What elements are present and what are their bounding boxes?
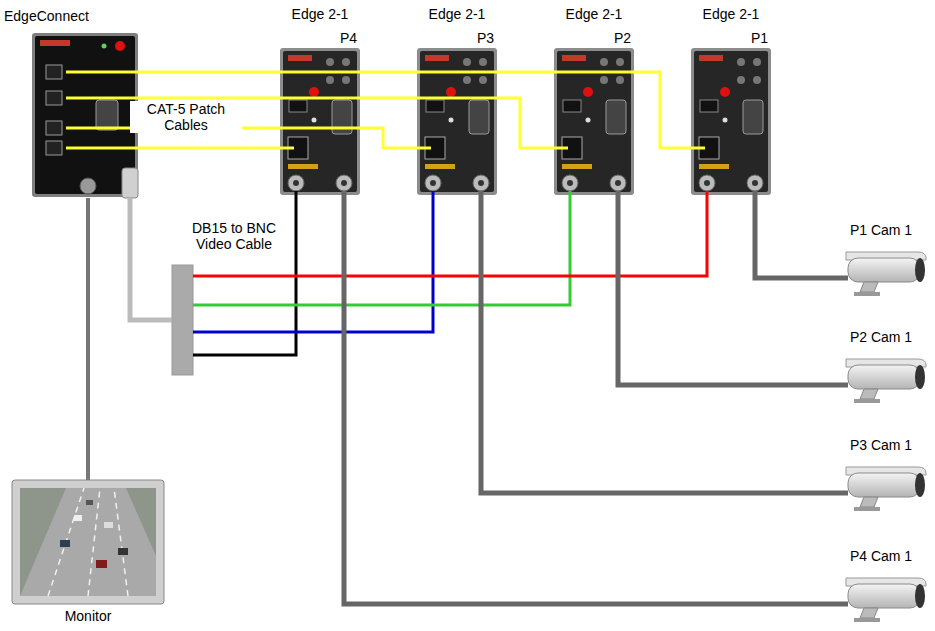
- device-label: P2 Cam 1: [832, 329, 930, 345]
- camera: P2 Cam 1: [832, 329, 932, 407]
- edge-module: [280, 48, 360, 195]
- cable: [66, 128, 431, 148]
- cable: [66, 72, 705, 148]
- db9-port: [96, 100, 118, 130]
- car: [118, 548, 128, 555]
- cable: [66, 98, 568, 148]
- cable: [130, 198, 172, 320]
- device-label: P3 Cam 1: [832, 437, 930, 453]
- camera: [846, 578, 926, 622]
- lane-line: [114, 488, 128, 596]
- lane-line: [48, 488, 84, 596]
- camera: [846, 467, 926, 511]
- position-label: P2: [614, 30, 631, 46]
- device-label: Edge 2-1: [554, 6, 634, 22]
- car: [104, 522, 113, 528]
- db15-plug: [122, 168, 138, 198]
- device-label: Edge 2-1: [280, 6, 360, 22]
- car: [96, 560, 107, 568]
- monitor-screen: [20, 488, 156, 596]
- edgeconnect-unit: EdgeConnect: [4, 8, 144, 198]
- device-label: Edge 2-1: [691, 6, 771, 22]
- cable: [481, 191, 848, 493]
- edge-module: Edge 2-1P4: [280, 6, 362, 196]
- device-label: EdgeConnect: [4, 8, 89, 24]
- rj45-port: [46, 91, 62, 105]
- cable: [66, 147, 294, 150]
- cable: [193, 191, 296, 355]
- cable: [618, 191, 848, 385]
- edge-module: [554, 48, 634, 195]
- camera: [846, 359, 926, 403]
- edgeconnect-rim: [32, 33, 138, 197]
- rj45-port: [46, 141, 62, 155]
- edge-module: Edge 2-1P2: [554, 6, 636, 196]
- cable-label: CAT-5 Patch Cables: [130, 101, 242, 133]
- edge-module: Edge 2-1P3: [417, 6, 499, 196]
- edge-module: Edge 2-1P1: [691, 6, 773, 196]
- device-label: P4 Cam 1: [832, 548, 930, 564]
- car: [60, 540, 70, 547]
- camera: P1 Cam 1: [832, 222, 932, 300]
- edgeconnect-button: [115, 41, 125, 51]
- db15-breakout: [172, 265, 193, 375]
- device-label: P1 Cam 1: [832, 222, 930, 238]
- rj45-port: [46, 121, 62, 135]
- device-label: Monitor: [10, 608, 166, 624]
- monitor: Monitor: [10, 478, 168, 628]
- edgeconnect-face: [35, 36, 135, 194]
- cable: [86, 198, 90, 480]
- video-out-knob: [80, 178, 96, 194]
- edgeconnect-logo: [40, 40, 70, 46]
- cable: [755, 191, 848, 278]
- camera: [846, 252, 926, 296]
- road: [20, 488, 156, 596]
- camera: P4 Cam 1: [832, 548, 932, 626]
- device-label: Edge 2-1: [417, 6, 497, 22]
- position-label: P4: [340, 30, 357, 46]
- device-label: DB15 to BNC Video Cable: [184, 220, 284, 252]
- edge-module: [417, 48, 497, 195]
- cable: [344, 191, 848, 604]
- db15-breakout: DB15 to BNC Video Cable: [170, 220, 286, 377]
- rj45-port: [46, 65, 62, 79]
- edgeconnect-led: [102, 44, 107, 49]
- camera: P3 Cam 1: [832, 437, 932, 515]
- monitor-bezel: [12, 480, 164, 604]
- position-label: P3: [477, 30, 494, 46]
- car: [74, 515, 82, 521]
- edge-module: [691, 48, 771, 195]
- car: [86, 500, 93, 505]
- cable: [193, 191, 433, 332]
- position-label: P1: [751, 30, 768, 46]
